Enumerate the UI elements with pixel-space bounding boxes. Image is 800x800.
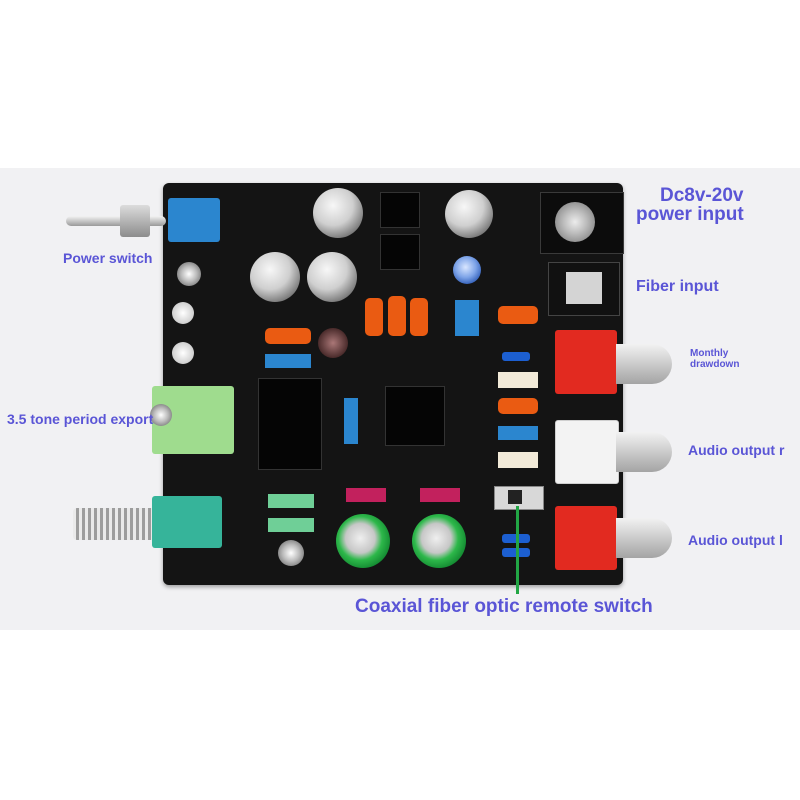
film-capacitor: [410, 298, 428, 336]
dc-input-label-line1: Dc8v-20v: [660, 185, 744, 206]
led: [172, 302, 194, 324]
crystal-oscillator: [498, 452, 538, 468]
blue-box-capacitor: [455, 300, 479, 336]
crystal-oscillator: [498, 372, 538, 388]
green-film-capacitor: [268, 518, 314, 532]
voltage-regulator: [380, 192, 420, 228]
pink-capacitor: [346, 488, 386, 502]
blue-box-capacitor: [344, 398, 358, 444]
mounting-hole: [177, 262, 201, 286]
fiber-input-label: Fiber input: [636, 278, 719, 295]
switch-pointer-line: [516, 506, 519, 594]
dc-jack-opening: [555, 202, 595, 242]
dc-input-label-line2: power input: [636, 204, 744, 225]
volume-potentiometer-body: [152, 496, 222, 548]
coaxial-switch-label: Coaxial fiber optic remote switch: [355, 596, 653, 617]
voltage-regulator: [380, 234, 420, 270]
power-switch-label: Power switch: [63, 250, 153, 266]
tone-export-label: 3.5 tone period export: [7, 411, 154, 427]
optical-port-opening: [566, 272, 602, 304]
green-audio-capacitor: [412, 514, 466, 568]
blue-box-capacitor: [265, 354, 311, 368]
rca-left-barrel: [616, 518, 672, 558]
volume-knob-shaft: [73, 508, 155, 540]
film-capacitor: [388, 296, 406, 336]
film-capacitor: [498, 398, 538, 414]
green-audio-capacitor: [336, 514, 390, 568]
monthly-label-line2: drawdown: [690, 359, 740, 370]
power-switch-body: [168, 198, 220, 242]
electrolytic-capacitor: [307, 252, 357, 302]
film-capacitor: [498, 306, 538, 324]
pink-capacitor: [420, 488, 460, 502]
film-capacitor: [365, 298, 383, 336]
blue-box-capacitor: [498, 426, 538, 440]
electrolytic-capacitor: [445, 190, 493, 238]
headphone-jack-opening: [150, 404, 172, 426]
dac-chip: [258, 378, 322, 470]
small-dark-capacitor: [318, 328, 348, 358]
rca-left-output-jack: [555, 506, 617, 570]
power-toggle-nut: [120, 205, 150, 237]
rca-right-barrel: [616, 432, 672, 472]
electrolytic-capacitor: [250, 252, 300, 302]
audio-output-r-label: Audio output r: [688, 442, 785, 458]
rca-coaxial-barrel: [616, 344, 672, 384]
resistor: [502, 352, 530, 361]
audio-output-l-label: Audio output l: [688, 532, 783, 548]
monthly-label-line1: Monthly: [690, 348, 729, 359]
rca-coaxial-input-jack: [555, 330, 617, 394]
receiver-chip: [385, 386, 445, 446]
rca-right-output-jack: [555, 420, 619, 484]
mounting-hole: [278, 540, 304, 566]
film-capacitor: [265, 328, 311, 344]
green-film-capacitor: [268, 494, 314, 508]
led: [172, 342, 194, 364]
electrolytic-capacitor: [313, 188, 363, 238]
small-blue-capacitor: [453, 256, 481, 284]
power-toggle-lever: [66, 216, 166, 226]
selector-switch-slider: [508, 490, 522, 504]
dc-power-jack: [540, 192, 624, 254]
